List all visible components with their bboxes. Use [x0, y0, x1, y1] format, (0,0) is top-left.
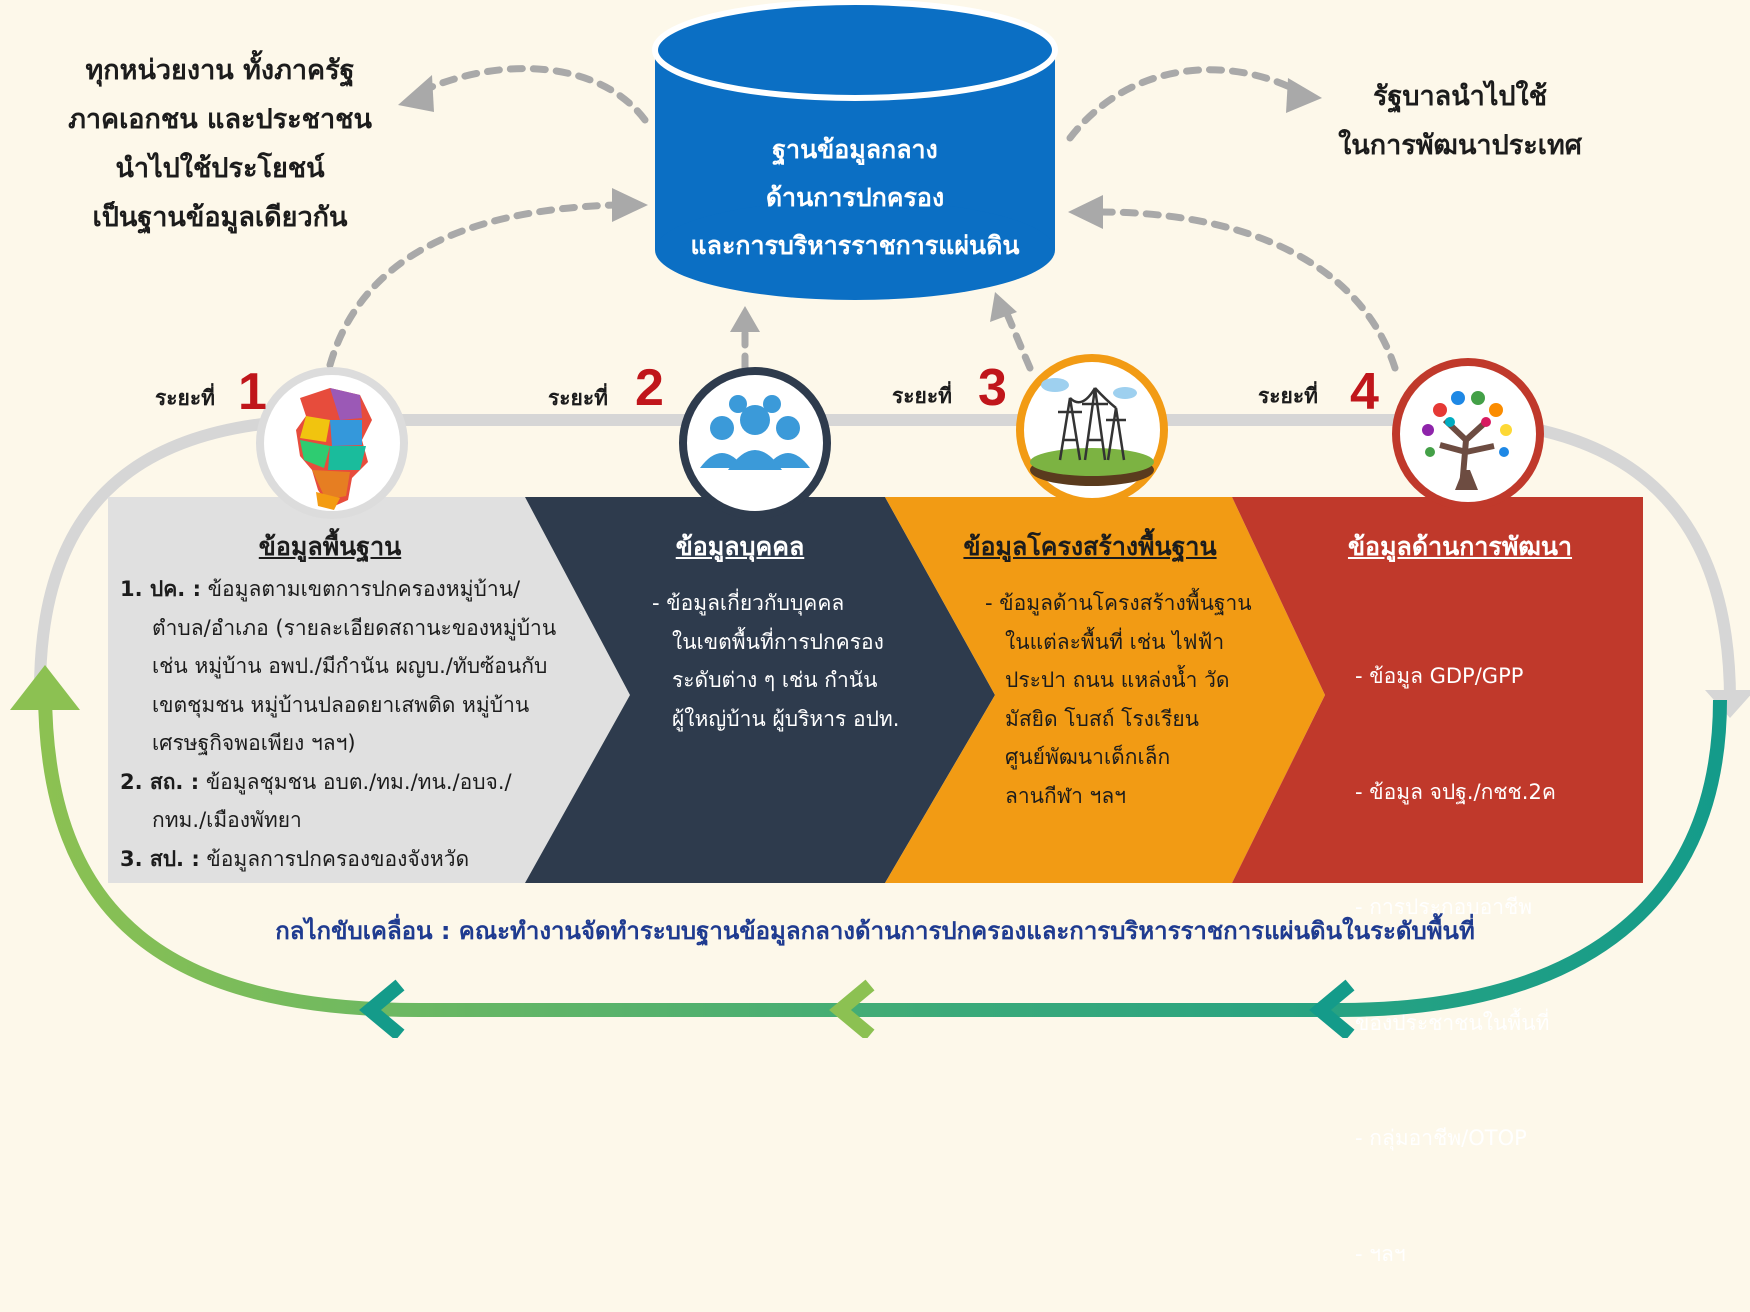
- phase-4-circle: [1392, 358, 1544, 510]
- cycle-track-top: [34, 414, 1736, 706]
- province-map-icon: [296, 388, 372, 510]
- phase-3-number: 3: [978, 359, 1007, 417]
- left-note-line: ภาคเอกชน และประชาชน: [68, 104, 372, 135]
- panel-1-item-line: เช่น หมู่บ้าน อพป./มีกำนัน ผญบ./ทับซ้อนก…: [152, 654, 548, 678]
- phase-1-number: 1: [238, 363, 267, 421]
- panel-2-line: ในเขตพื้นที่การปกครอง: [672, 629, 884, 654]
- right-note-line: รัฐบาลนำไปใช้: [1372, 81, 1548, 112]
- cycle-chevron-3: [1309, 979, 1355, 1038]
- database-line: ฐานข้อมูลกลาง: [772, 135, 938, 164]
- phase-2-circle: [679, 367, 831, 519]
- panel-1-item-line: ตำบล/อำเภอ (รายละเอียดสถานะของหมู่บ้าน: [152, 615, 557, 640]
- dashed-arrow-phase3-to-db: [999, 301, 1034, 372]
- panel-1-body: 1. ปค. : ข้อมูลตามเขตการปกครองหมู่บ้าน/ …: [120, 570, 556, 878]
- panel-3-body: - ข้อมูลด้านโครงสร้างพื้นฐาน ในแต่ละพื้น…: [985, 584, 1252, 815]
- panel-4-line: - ข้อมูล จปฐ./กชช.2ค: [1355, 779, 1556, 804]
- database-line: ด้านการปกครอง: [765, 183, 945, 212]
- panel-2-shape: [525, 497, 995, 883]
- phase-1-label: ระยะที่: [155, 386, 215, 410]
- left-note: ทุกหน่วยงาน ทั้งภาครัฐ ภาคเอกชน และประชา…: [40, 46, 400, 242]
- phase-3-label: ระยะที่: [892, 384, 952, 408]
- panel-3-title: ข้อมูลโครงสร้างพื้นฐาน: [963, 532, 1217, 561]
- panel-1-item: 2. สถ. : ข้อมูลชุมชน อบต./ทม./ทน./อบจ./: [120, 769, 512, 794]
- panel-3-line: มัสยิด โบสถ์ โรงเรียน: [1005, 706, 1200, 731]
- dashed-arrow-phase4-to-db: [1086, 208, 1399, 372]
- panel-4-line: ของประชาชนในพื้นที่: [1355, 1010, 1550, 1035]
- panel-1-item-line: เศรษฐกิจพอเพียง ฯลฯ): [152, 731, 356, 755]
- panel-4-line: - ข้อมูล GDP/GPP: [1355, 664, 1524, 688]
- mechanism-text: กลไกขับเคลื่อน : คณะทำงานจัดทำระบบฐานข้อ…: [275, 917, 1475, 945]
- left-note-line: นำไปใช้ประโยชน์: [115, 153, 325, 184]
- development-tree-icon: [1422, 391, 1512, 490]
- left-note-line: เป็นฐานข้อมูลเดียวกัน: [92, 202, 348, 233]
- left-note-line: ทุกหน่วยงาน ทั้งภาครัฐ: [85, 55, 355, 86]
- cycle-arrowhead-right: [1705, 690, 1750, 718]
- panel-4-title: ข้อมูลด้านการพัฒนา: [1347, 532, 1573, 561]
- panel-3-line: ในแต่ละพื้นที่ เช่น ไฟฟ้า: [1005, 629, 1225, 654]
- panel-3-line: ศูนย์พัฒนาเด็กเล็ก: [1005, 745, 1171, 769]
- power-tower-icon: [1030, 378, 1154, 486]
- panel-2-line: ผู้ใหญ่บ้าน ผู้บริหาร อปท.: [672, 706, 900, 731]
- right-note-line: ในการพัฒนาประเทศ: [1338, 130, 1582, 161]
- panel-1-item: 1. ปค. : ข้อมูลตามเขตการปกครองหมู่บ้าน/: [120, 577, 521, 601]
- database-cylinder: [652, 0, 1058, 300]
- panel-1-item: 3. สป. : ข้อมูลการปกครองของจังหวัด: [120, 846, 470, 871]
- database-line: และการบริหารราชการแผ่นดิน: [690, 231, 1020, 260]
- panel-2-title: ข้อมูลบุคคล: [675, 532, 805, 561]
- panel-4-line: - ฯลฯ: [1355, 1241, 1406, 1266]
- panel-2-line: - ข้อมูลเกี่ยวกับบุคคล: [652, 591, 845, 615]
- panel-3-line: ประปา ถนน แหล่งน้ำ วัด: [1005, 668, 1230, 692]
- phase-4-number: 4: [1350, 363, 1379, 421]
- right-note: รัฐบาลนำไปใช้ ในการพัฒนาประเทศ: [1290, 72, 1630, 170]
- dashed-arrow-to-left-note: [416, 65, 649, 124]
- phase-2-number: 2: [635, 359, 664, 417]
- cycle-track-bottom: [38, 689, 1727, 1017]
- dashed-arrow-to-right-note: [1066, 66, 1304, 142]
- cycle-arrowhead-left: [10, 665, 80, 710]
- panel-3-shape: [885, 497, 1325, 883]
- panel-4-line: - กลุ่มอาชีพ/OTOP: [1355, 1126, 1527, 1150]
- panel-1-item-line: กทม./เมืองพัทยา: [152, 808, 302, 832]
- cycle-chevron-2: [829, 979, 875, 1038]
- panel-2-line: ระดับต่าง ๆ เช่น กำนัน: [672, 668, 878, 692]
- panel-3-line: - ข้อมูลด้านโครงสร้างพื้นฐาน: [985, 591, 1252, 615]
- panel-4-body: - ข้อมูล GDP/GPP - ข้อมูล จปฐ./กชช.2ค - …: [1355, 580, 1556, 1312]
- phase-2-label: ระยะที่: [548, 386, 608, 410]
- cycle-chevron-1: [359, 979, 405, 1038]
- panel-4-line: - การประกอบอาชีพ: [1355, 895, 1533, 919]
- phase-4-label: ระยะที่: [1258, 384, 1318, 408]
- panel-3-line: ลานกีฬา ฯลฯ: [1005, 783, 1127, 808]
- panel-2-body: - ข้อมูลเกี่ยวกับบุคคล ในเขตพื้นที่การปก…: [652, 584, 899, 738]
- panel-1-item-line: เขตชุมชน หมู่บ้านปลอดยาเสพติด หมู่บ้าน: [152, 692, 530, 717]
- people-group-icon: [700, 395, 810, 470]
- database-label: ฐานข้อมูลกลาง ด้านการปกครอง และการบริหาร…: [655, 126, 1055, 270]
- panel-1-shape: [108, 497, 630, 883]
- panel-4-shape: [1232, 497, 1643, 883]
- panel-1-title: ข้อมูลพื้นฐาน: [258, 532, 402, 561]
